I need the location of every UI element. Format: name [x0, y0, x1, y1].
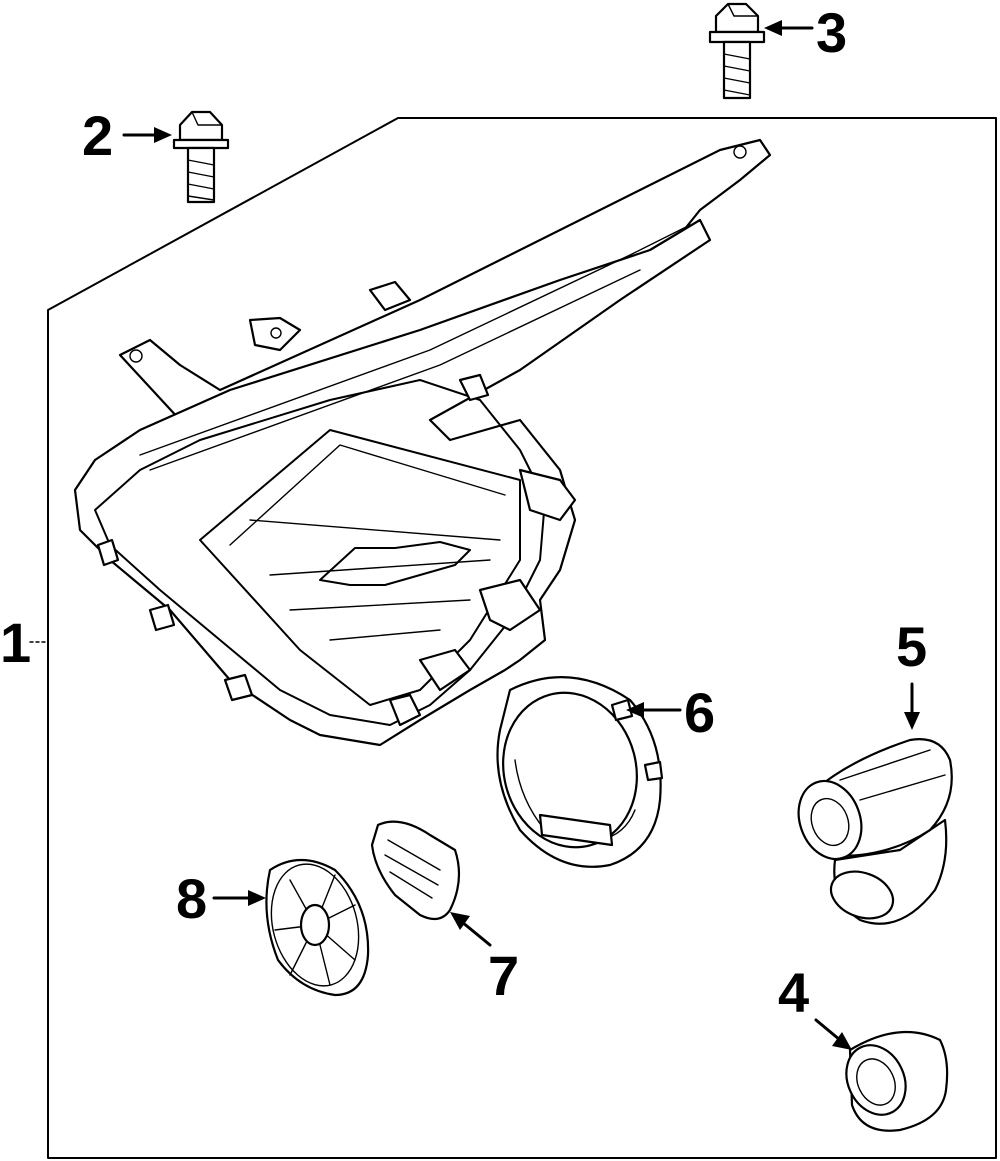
bolt-3[interactable] — [708, 2, 766, 100]
leader-8 — [212, 890, 266, 906]
bulb-socket-5[interactable] — [788, 738, 953, 926]
callout-5: 5 — [896, 615, 927, 678]
headlamp-assembly[interactable] — [73, 138, 772, 747]
leader-4 — [814, 1018, 852, 1050]
callout-8: 8 — [176, 867, 207, 930]
callout-2: 2 — [82, 104, 113, 167]
callout-7: 7 — [488, 944, 519, 1007]
callout-4: 4 — [778, 961, 809, 1024]
callout-1: 1 — [0, 611, 31, 674]
callout-3: 3 — [816, 1, 847, 64]
leader-5 — [904, 682, 920, 730]
bulb-cap-4[interactable] — [835, 1030, 949, 1132]
leader-7 — [450, 912, 492, 947]
callout-6: 6 — [684, 681, 715, 744]
retaining-ring-6[interactable] — [486, 676, 664, 868]
assembly-boundary — [47, 117, 997, 1159]
leader-6 — [626, 702, 682, 718]
cover-7[interactable] — [370, 820, 461, 921]
leader-2 — [122, 127, 172, 143]
dust-cap-8[interactable] — [258, 854, 371, 997]
leader-3 — [764, 20, 814, 36]
bolt-2[interactable] — [172, 110, 230, 204]
